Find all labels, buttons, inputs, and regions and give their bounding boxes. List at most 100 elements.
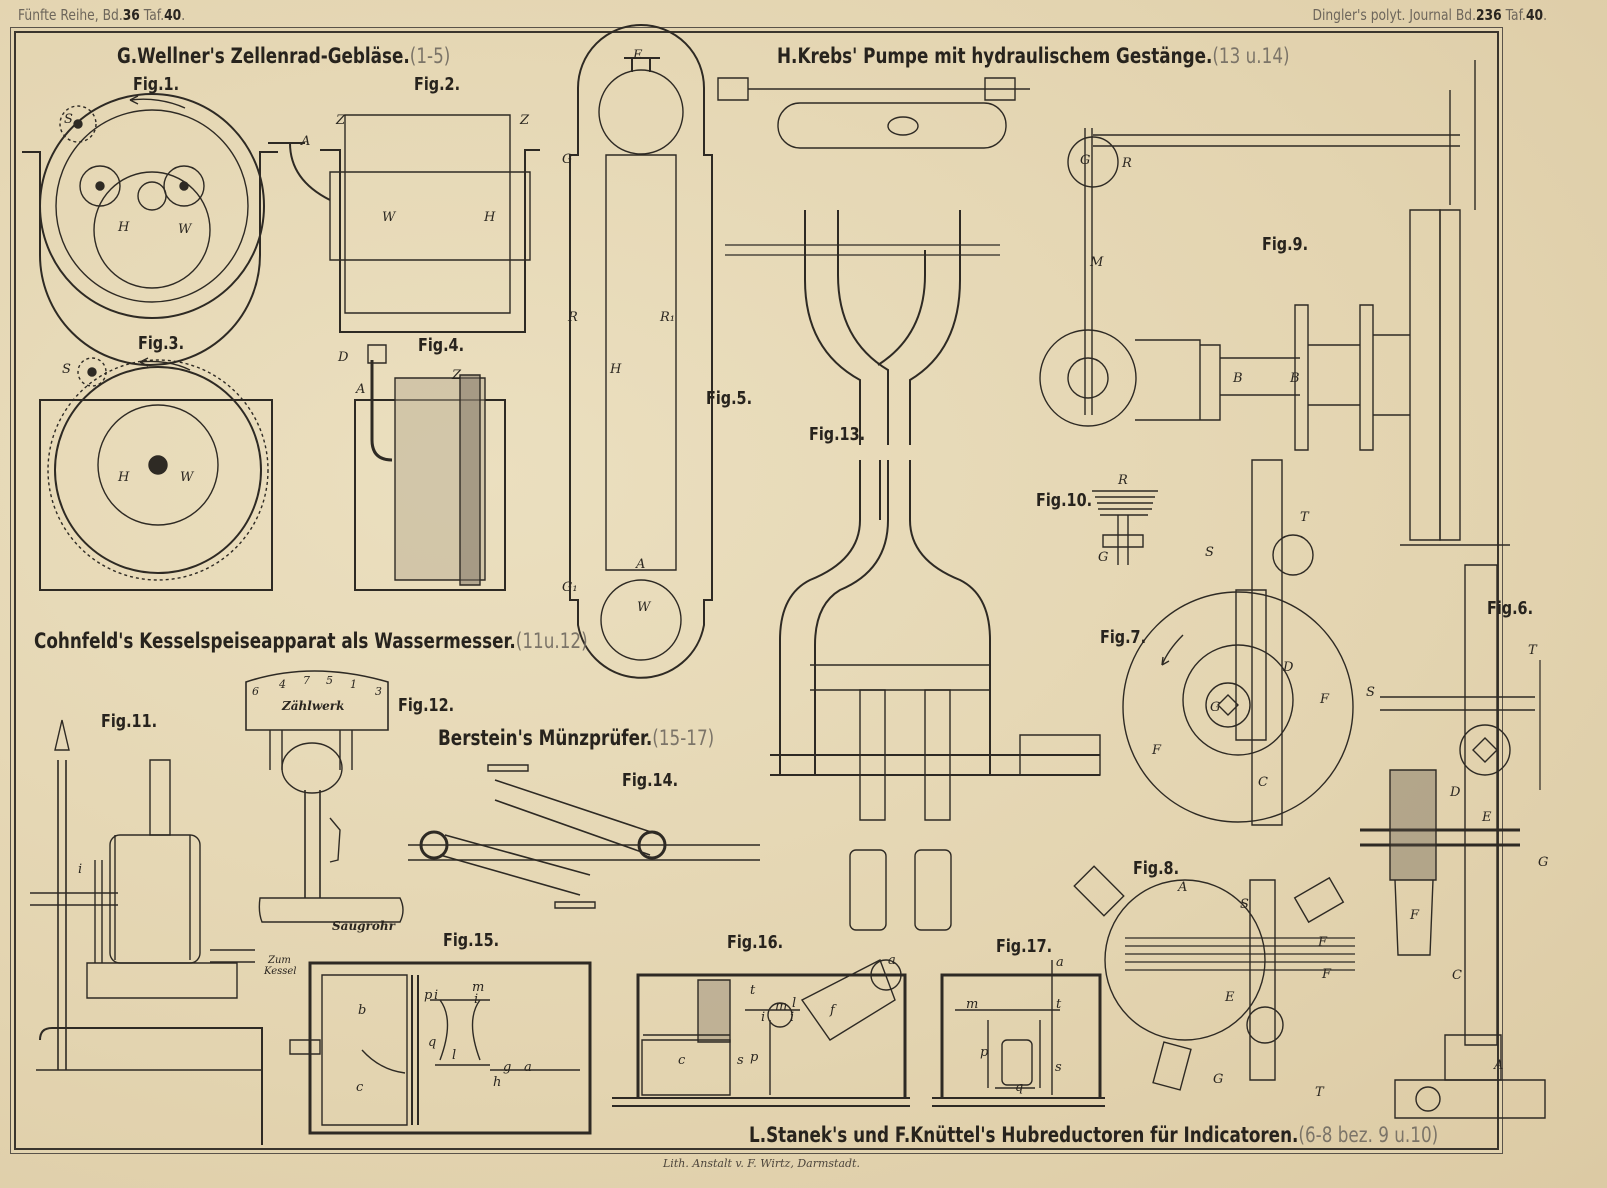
part-label: Z [520, 113, 530, 128]
part-label: G₁ [562, 580, 578, 595]
figure-label-7: Fig.7. [1100, 627, 1147, 648]
part-label: p [424, 988, 433, 1003]
part-label: Kessel [264, 966, 297, 977]
figure-label-6: Fig.6. [1487, 598, 1534, 619]
part-label: A [636, 557, 646, 572]
part-label: T [1528, 643, 1537, 658]
part-label: c [678, 1053, 686, 1068]
part-label: q [1015, 1080, 1024, 1095]
title-text: Cohnfeld's Kesselspeiseapparat als Wasse… [34, 629, 516, 653]
part-label: A [356, 382, 366, 397]
figure-label-15: Fig.15. [443, 930, 500, 951]
part-label: W [382, 210, 396, 225]
part-label: T [1315, 1085, 1324, 1100]
part-label: A [1494, 1058, 1504, 1073]
part-label: h [493, 1075, 502, 1090]
section-title-wellner: G.Wellner's Zellenrad-Gebläse.(1-5) [117, 44, 450, 68]
part-label: s [1055, 1060, 1062, 1075]
part-label: s [737, 1053, 744, 1068]
fig6-drawing [1360, 565, 1545, 1118]
part-label: G [1098, 550, 1109, 565]
part-label: W [180, 470, 194, 485]
part-label: i [434, 988, 439, 1003]
part-label: G [1210, 700, 1221, 715]
part-label: m [966, 997, 979, 1012]
part-label: t [1056, 997, 1062, 1012]
part-label: F [1410, 908, 1420, 923]
figure-label-14: Fig.14. [622, 770, 679, 791]
part-label: G [1538, 855, 1549, 870]
header-series: Fünfte Reihe, Bd. [18, 6, 123, 24]
part-label: D [1283, 660, 1294, 675]
figure-label-3: Fig.3. [138, 333, 185, 354]
part-label: D [338, 350, 349, 365]
dial-digit: 7 [303, 674, 310, 687]
part-label: t [750, 983, 756, 998]
part-label: C [1258, 775, 1268, 790]
dial-digit: 3 [375, 685, 382, 698]
part-label: D [1450, 785, 1461, 800]
header-plate: 40 [164, 6, 182, 24]
fig1-drawing [22, 94, 278, 365]
section-title-cohnfeld: Cohnfeld's Kesselspeiseapparat als Wasse… [34, 629, 588, 653]
header-end: . [1543, 6, 1547, 24]
part-label: l [792, 996, 797, 1011]
part-label: Z [336, 113, 346, 128]
figure-label-12: Fig.12. [398, 695, 455, 716]
title-text: G.Wellner's Zellenrad-Gebläse. [117, 44, 410, 68]
part-label: E [633, 48, 643, 63]
figure-label-10: Fig.10. [1036, 490, 1093, 511]
part-label: m [775, 999, 788, 1014]
part-label: i [474, 992, 479, 1007]
header-left: Fünfte Reihe, Bd.36 Taf.40. [18, 6, 185, 24]
fig7-drawing [1123, 460, 1353, 825]
figure-range: (13 u.14) [1212, 44, 1290, 68]
part-label: F [1152, 743, 1162, 758]
header-plate-label: Taf. [139, 6, 165, 24]
part-label: W [178, 222, 192, 237]
part-label: B [1233, 371, 1243, 386]
part-label: R₁ [660, 310, 675, 325]
part-label: C [1452, 968, 1462, 983]
part-label: G [1213, 1072, 1224, 1087]
fig12-drawing [246, 671, 403, 922]
part-label: F [1318, 935, 1328, 950]
part-label: S [1240, 897, 1249, 912]
part-label: a [1056, 955, 1064, 970]
fig17-drawing [932, 960, 1105, 1106]
figure-label-13: Fig.13. [809, 424, 866, 445]
fig11-drawing [30, 720, 262, 1145]
part-label: E [1482, 810, 1492, 825]
header-volume: 236 [1476, 6, 1502, 24]
figure-label-16: Fig.16. [727, 932, 784, 953]
header-journal: Dingler's polyt. Journal Bd. [1312, 6, 1477, 24]
part-label: H [484, 210, 496, 225]
part-label: T [1300, 510, 1309, 525]
section-title-berstein: Berstein's Münzprüfer.(15-17) [438, 726, 714, 750]
header-end: . [181, 6, 186, 24]
figure-label-4: Fig.4. [418, 335, 465, 356]
figure-label-5: Fig.5. [706, 388, 753, 409]
fig9-drawing [1040, 60, 1510, 545]
part-label: A [1178, 880, 1188, 895]
header-volume: 36 [122, 6, 140, 24]
fig3-drawing [40, 358, 272, 590]
title-text: Berstein's Münzprüfer. [438, 726, 653, 750]
figure-label-9: Fig.9. [1262, 234, 1309, 255]
part-label: G [1080, 153, 1091, 168]
part-label: c [356, 1080, 364, 1095]
fig10-drawing [1092, 491, 1158, 565]
part-label: R [1122, 156, 1132, 171]
part-label: M [1090, 255, 1104, 270]
part-label: a [524, 1060, 532, 1075]
fig8-drawing [1074, 866, 1355, 1090]
part-label: q [428, 1035, 437, 1050]
figure-label-8: Fig.8. [1133, 858, 1180, 879]
part-label: a [888, 953, 896, 968]
fig4-drawing [355, 345, 505, 590]
part-label: H [118, 470, 130, 485]
figure-range: (1-5) [409, 44, 451, 68]
part-label: Zum [268, 955, 291, 966]
